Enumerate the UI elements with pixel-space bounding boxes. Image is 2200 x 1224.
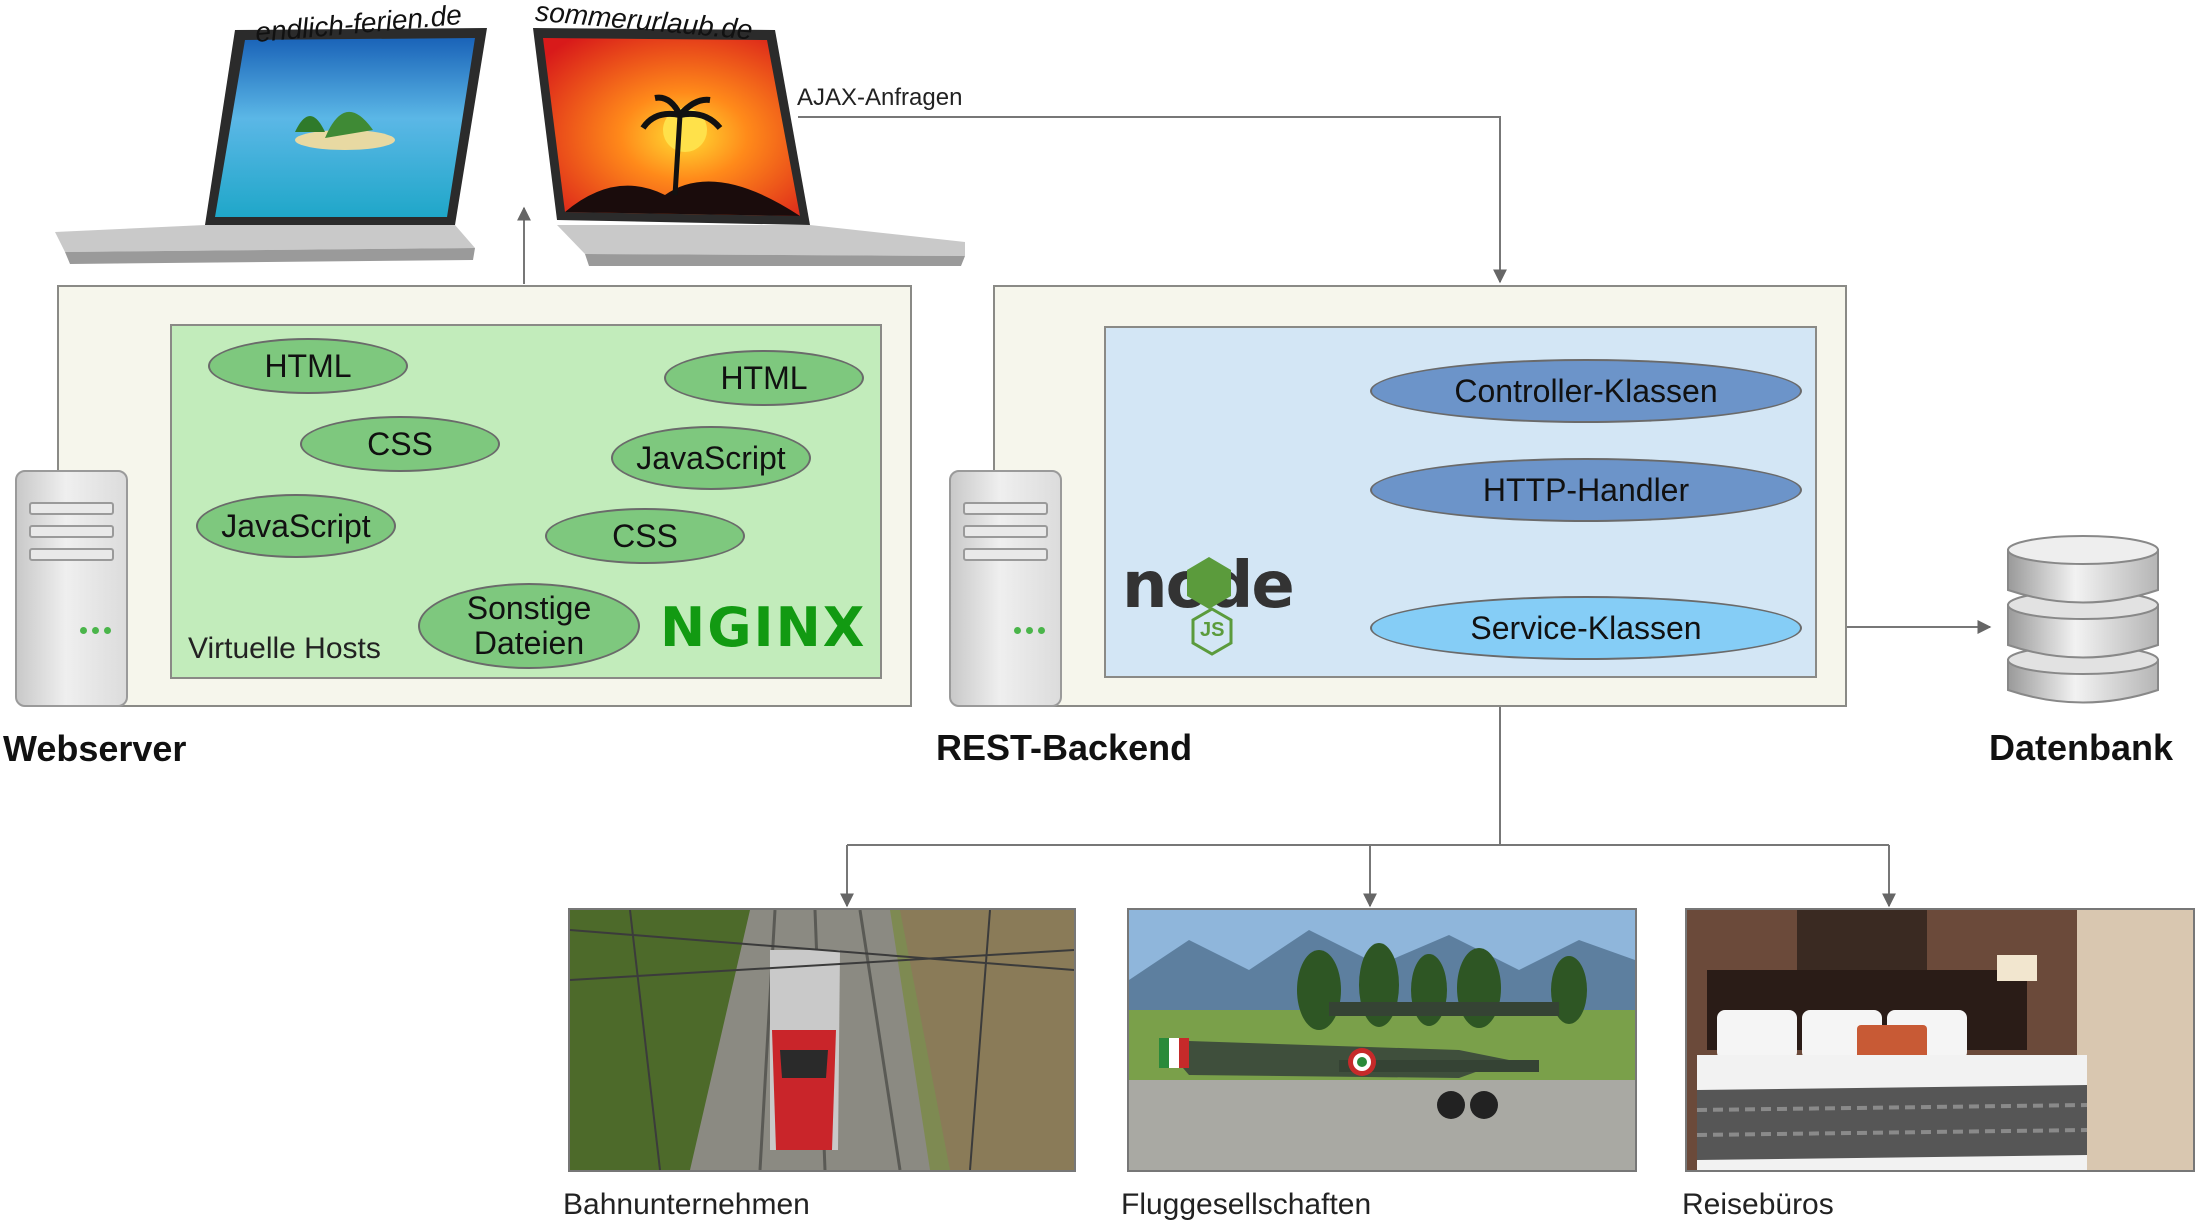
database-title: Datenbank — [1989, 727, 2174, 768]
node-hexagon-icon — [1187, 557, 1231, 609]
host-a-javascript: JavaScript — [196, 494, 396, 558]
ajax-arrow — [798, 116, 1507, 284]
nginx-logo: NGINX — [660, 596, 867, 659]
js-hexagon-icon — [1191, 607, 1233, 656]
laptop-endlich-ferien: endlich-ferien.de — [55, 0, 495, 270]
biplane-image — [1129, 910, 1635, 1170]
rail-caption: Bahnunternehmen — [563, 1188, 810, 1221]
laptop-sommerurlaub: sommerurlaub.de — [525, 0, 975, 270]
airline-photo — [1127, 908, 1637, 1172]
train-image — [570, 910, 1074, 1170]
virtual-hosts-caption: Virtuelle Hosts — [188, 632, 381, 665]
webserver-title: Webserver — [3, 728, 187, 769]
service-classes: Service-Klassen — [1370, 596, 1802, 660]
rail-photo — [568, 908, 1076, 1172]
agency-photo — [1685, 908, 2195, 1172]
host-a-css: CSS — [300, 416, 500, 472]
webserver-server-icon — [15, 470, 128, 707]
ajax-label: AJAX-Anfragen — [797, 84, 963, 111]
other-files: Sonstige Dateien — [418, 583, 640, 669]
host-b-html: HTML — [664, 350, 864, 406]
airline-caption: Fluggesellschaften — [1121, 1188, 1372, 1221]
laptop-icon — [55, 28, 487, 264]
hotel-room-image — [1687, 910, 2193, 1170]
http-handler: HTTP-Handler — [1370, 458, 1802, 522]
laptop-icon — [533, 28, 965, 266]
controller-classes: Controller-Klassen — [1370, 359, 1802, 423]
node-logo: node JS — [1122, 549, 1312, 656]
host-a-html: HTML — [208, 338, 408, 394]
host-b-css: CSS — [545, 508, 745, 564]
agency-caption: Reisebüros — [1682, 1188, 1834, 1221]
database-icon — [2003, 520, 2163, 710]
backend-title: REST-Backend — [936, 727, 1193, 768]
backend-server-icon — [949, 470, 1062, 707]
host-b-javascript: JavaScript — [611, 426, 811, 490]
node-logo-sub: JS — [1200, 619, 1225, 641]
